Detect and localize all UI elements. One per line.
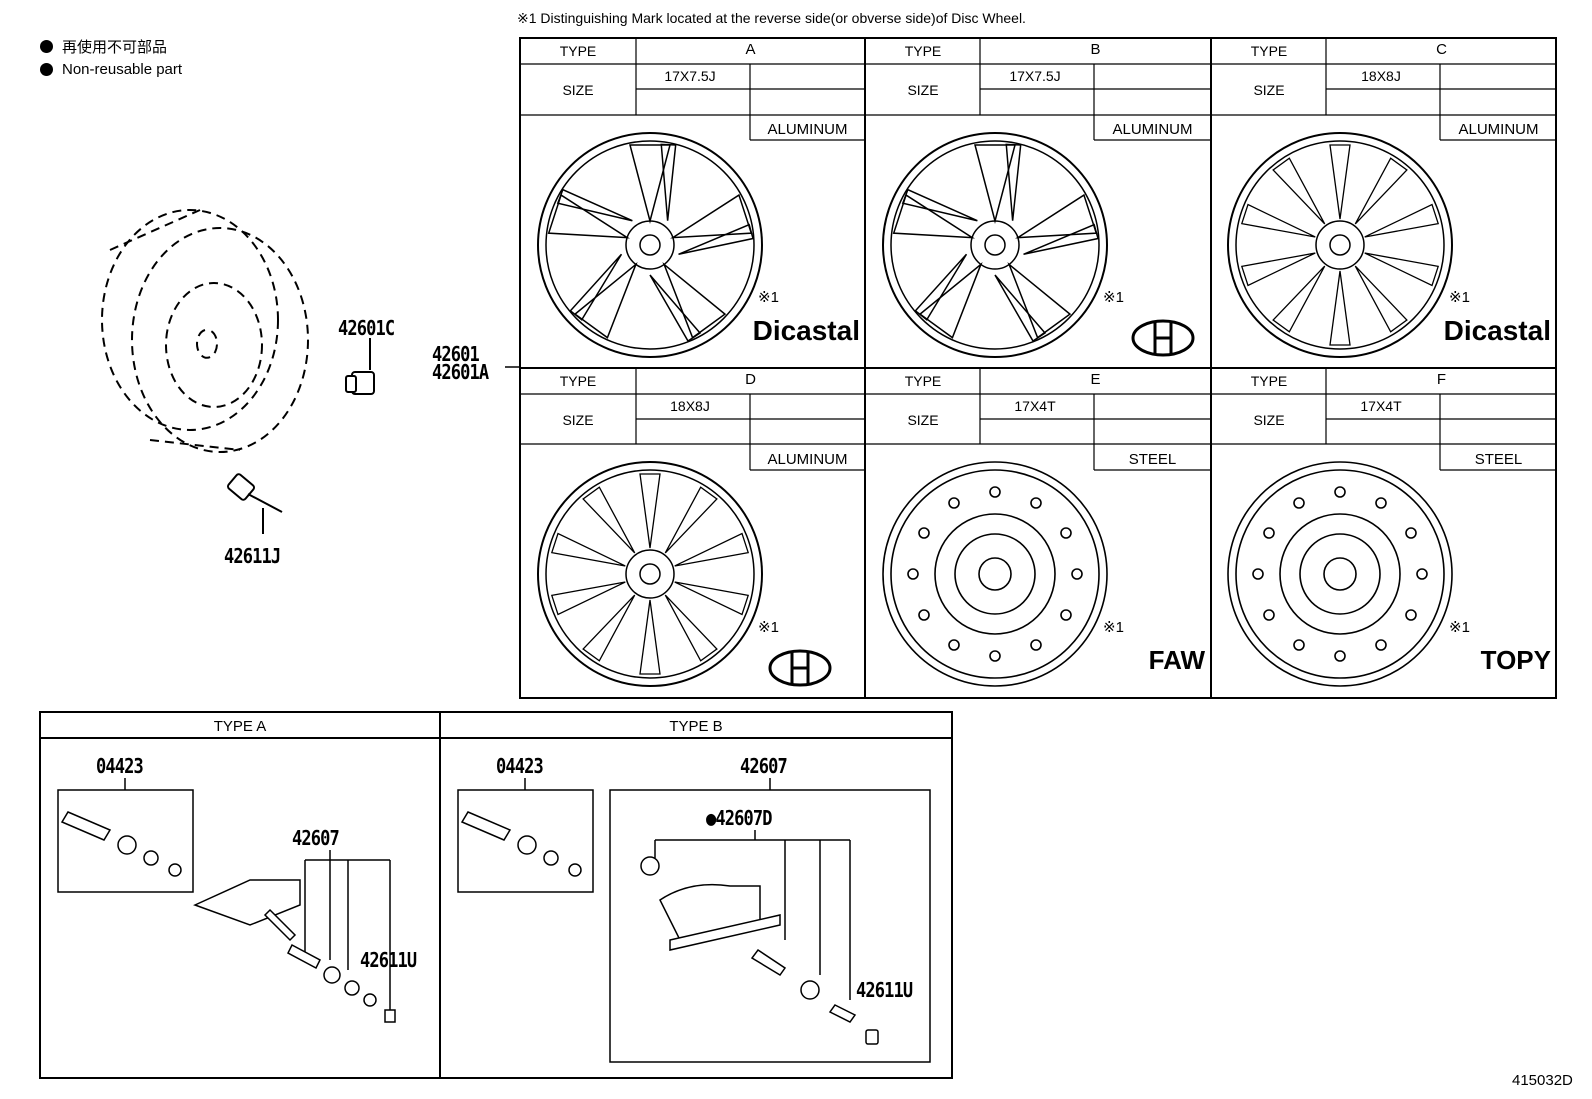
legend-item-jp: 再使用不可部品	[40, 36, 167, 57]
distinguishing-mark: ※1	[1103, 619, 1124, 636]
sensor-sub-part-number-b[interactable]: ●42607D	[706, 806, 773, 830]
panel-b-title: TYPE B	[669, 718, 723, 735]
material-label: ALUMINUM	[1112, 121, 1193, 138]
type-label: TYPE	[559, 373, 597, 389]
h-logo-icon	[1131, 319, 1195, 357]
type-label: TYPE	[904, 43, 942, 59]
size-label: SIZE	[907, 412, 939, 428]
size-value: 17X7.5J	[664, 68, 716, 84]
legend-text: 再使用不可部品	[62, 39, 168, 56]
wheel-c-drawing	[1227, 132, 1453, 358]
sensor-b-drawing	[640, 856, 879, 1045]
drawing-id: 415032D	[1512, 1072, 1573, 1089]
size-value: 17X4T	[1360, 398, 1402, 414]
non-reusable-dot-icon	[40, 40, 53, 53]
panel-a-title: TYPE A	[213, 718, 267, 735]
manufacturer-brand: TOPY	[1480, 645, 1551, 675]
material-label: STEEL	[1128, 451, 1177, 468]
footnote: ※1 Distinguishing Mark located at the re…	[517, 10, 1026, 26]
material-label: STEEL	[1474, 451, 1523, 468]
material-label: ALUMINUM	[767, 451, 848, 468]
size-label: SIZE	[562, 412, 594, 428]
size-value: 17X4T	[1014, 398, 1056, 414]
wheel-b-drawing	[882, 132, 1108, 358]
size-label: SIZE	[907, 82, 939, 98]
sensor-part-number-b[interactable]: 42607	[740, 754, 788, 778]
type-value: E	[1090, 371, 1101, 388]
material-label: ALUMINUM	[1458, 121, 1539, 138]
manufacturer-brand: FAW	[1148, 645, 1205, 675]
valve-part-number[interactable]: 42611J	[224, 544, 281, 568]
type-label: TYPE	[904, 373, 942, 389]
distinguishing-mark: ※1	[758, 289, 779, 306]
type-value: D	[745, 371, 756, 388]
hub-nut-part-number[interactable]: 42601C	[338, 316, 395, 340]
non-reusable-dot-icon	[40, 63, 53, 76]
wheel-a-drawing	[537, 132, 763, 358]
distinguishing-mark: ※1	[1449, 289, 1470, 306]
size-value: 17X7.5J	[1009, 68, 1061, 84]
valve-drawing	[227, 473, 283, 534]
size-label: SIZE	[1253, 82, 1285, 98]
sensor-part-number-a[interactable]: 42607	[292, 826, 340, 850]
legend-item-en: Non-reusable part	[40, 61, 182, 78]
size-value: 18X8J	[1361, 68, 1401, 84]
type-value: B	[1090, 41, 1101, 58]
wheel-table-grid	[519, 37, 1557, 699]
valve-kit-part-number-b[interactable]: 04423	[496, 754, 544, 778]
sensor-a-drawing	[193, 879, 396, 1023]
distinguishing-mark: ※1	[758, 619, 779, 636]
legend-text: Non-reusable part	[62, 61, 183, 78]
material-label: ALUMINUM	[767, 121, 848, 138]
distinguishing-mark: ※1	[1449, 619, 1470, 636]
wheel-d-drawing	[537, 461, 763, 687]
type-value: F	[1436, 371, 1447, 388]
type-value: A	[745, 41, 756, 58]
manufacturer-brand: Dicastal	[1443, 315, 1551, 346]
size-label: SIZE	[1253, 412, 1285, 428]
hub-nut-drawing	[345, 338, 375, 395]
spare-tire-drawing	[101, 209, 309, 453]
size-label: SIZE	[562, 82, 594, 98]
valve-kit-part-number-a[interactable]: 04423	[96, 754, 144, 778]
disc-wheel-part-number[interactable]: 42601 42601A	[432, 342, 489, 384]
wheel-f-drawing	[1227, 461, 1453, 687]
wheel-e-drawing	[882, 461, 1108, 687]
valve-kit-b-drawing	[460, 811, 582, 877]
type-value: C	[1436, 41, 1447, 58]
h-logo-icon	[768, 649, 832, 687]
distinguishing-mark: ※1	[1103, 289, 1124, 306]
type-label: TYPE	[1250, 43, 1288, 59]
cap-part-number-a[interactable]: 42611U	[360, 948, 417, 972]
size-value: 18X8J	[670, 398, 710, 414]
cap-part-number-b[interactable]: 42611U	[856, 978, 913, 1002]
type-label: TYPE	[559, 43, 597, 59]
manufacturer-brand: Dicastal	[752, 315, 860, 346]
type-label: TYPE	[1250, 373, 1288, 389]
valve-kit-a-drawing	[60, 811, 182, 877]
